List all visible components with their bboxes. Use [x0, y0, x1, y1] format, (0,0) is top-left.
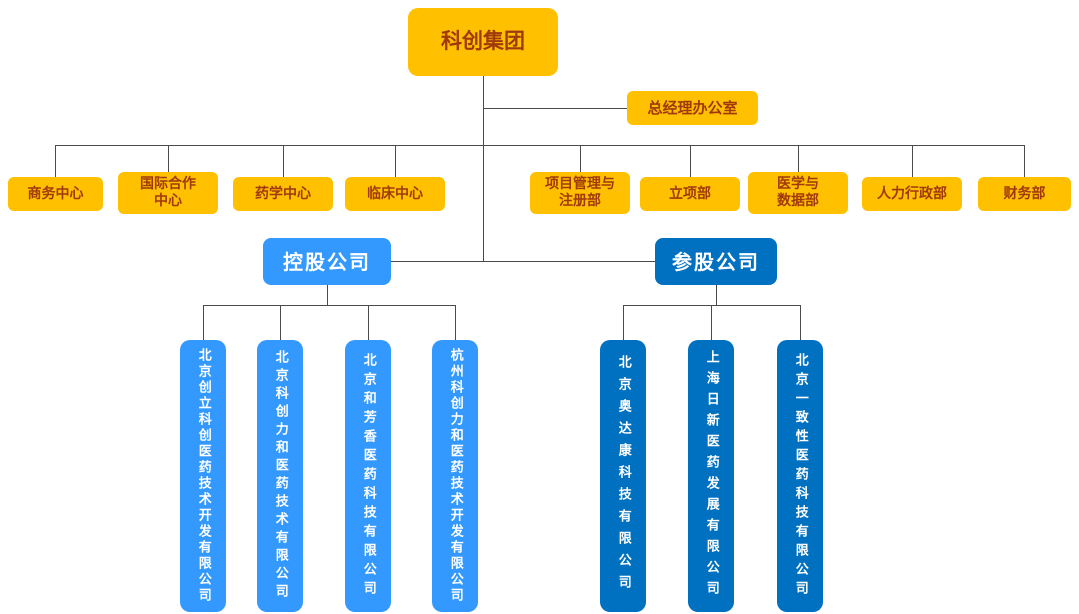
- connector-participating-drop: [716, 285, 717, 305]
- connector-drop-project-mgmt: [580, 145, 581, 172]
- holding-companies-header: 控股公司: [263, 238, 391, 285]
- connector-drop-intl: [168, 145, 169, 172]
- connector-drop-holding-1: [203, 305, 204, 340]
- connector-drop-medical-data: [798, 145, 799, 172]
- connector-drop-participating-2: [711, 305, 712, 340]
- participating-company-2: 上海日新医药发展有限公司: [688, 340, 734, 612]
- holding-company-1: 北京创立科创医药技术开发有限公司: [180, 340, 226, 612]
- connector-holding-drop: [327, 285, 328, 305]
- dept-pharmacy-center: 药学中心: [233, 177, 333, 211]
- connector-drop-holding-2: [280, 305, 281, 340]
- dept-business-center: 商务中心: [8, 177, 103, 211]
- holding-company-3: 北京和芳香医药科技有限公司: [345, 340, 391, 612]
- dept-clinical-center: 临床中心: [345, 177, 445, 211]
- connector-drop-approval: [690, 145, 691, 177]
- connector-trunk: [483, 76, 484, 261]
- connector-departments-bus: [55, 145, 1025, 146]
- connector-drop-hr: [912, 145, 913, 177]
- dept-project-mgmt-registration: 项目管理与 注册部: [530, 172, 630, 214]
- dept-medical-data: 医学与 数据部: [748, 172, 848, 214]
- connector-drop-clinical: [395, 145, 396, 177]
- gm-office-node: 总经理办公室: [627, 91, 758, 125]
- dept-intl-cooperation-center: 国际合作 中心: [118, 172, 218, 214]
- participating-company-1: 北京奥达康科技有限公司: [600, 340, 646, 612]
- connector-gm-office: [483, 108, 627, 109]
- connector-drop-holding-4: [455, 305, 456, 340]
- connector-drop-business: [55, 145, 56, 177]
- root-node-group: 科创集团: [408, 8, 558, 76]
- connector-holding-participating: [391, 261, 655, 262]
- dept-finance: 财务部: [978, 177, 1071, 211]
- connector-drop-participating-3: [800, 305, 801, 340]
- connector-drop-participating-1: [623, 305, 624, 340]
- holding-company-2-name: 北京科创力和医药技术有限公司: [272, 350, 288, 602]
- holding-company-2: 北京科创力和医药技术有限公司: [257, 340, 303, 612]
- dept-project-approval: 立项部: [640, 177, 740, 211]
- holding-company-4-name: 杭州科创力和医药技术开发有限公司: [447, 348, 463, 604]
- participating-company-1-name: 北京奥达康科技有限公司: [615, 355, 631, 597]
- connector-drop-finance: [1024, 145, 1025, 177]
- dept-hr-admin: 人力行政部: [862, 177, 962, 211]
- holding-company-3-name: 北京和芳香医药科技有限公司: [360, 352, 376, 600]
- participating-company-3-name: 北京一致性医药科技有限公司: [792, 352, 808, 600]
- participating-company-2-name: 上海日新医药发展有限公司: [703, 350, 719, 602]
- holding-company-1-name: 北京创立科创医药技术开发有限公司: [195, 348, 211, 604]
- participating-company-3: 北京一致性医药科技有限公司: [777, 340, 823, 612]
- connector-drop-holding-3: [368, 305, 369, 340]
- connector-drop-pharmacy: [283, 145, 284, 177]
- connector-holding-bus: [203, 305, 455, 306]
- holding-company-4: 杭州科创力和医药技术开发有限公司: [432, 340, 478, 612]
- participating-companies-header: 参股公司: [655, 238, 777, 285]
